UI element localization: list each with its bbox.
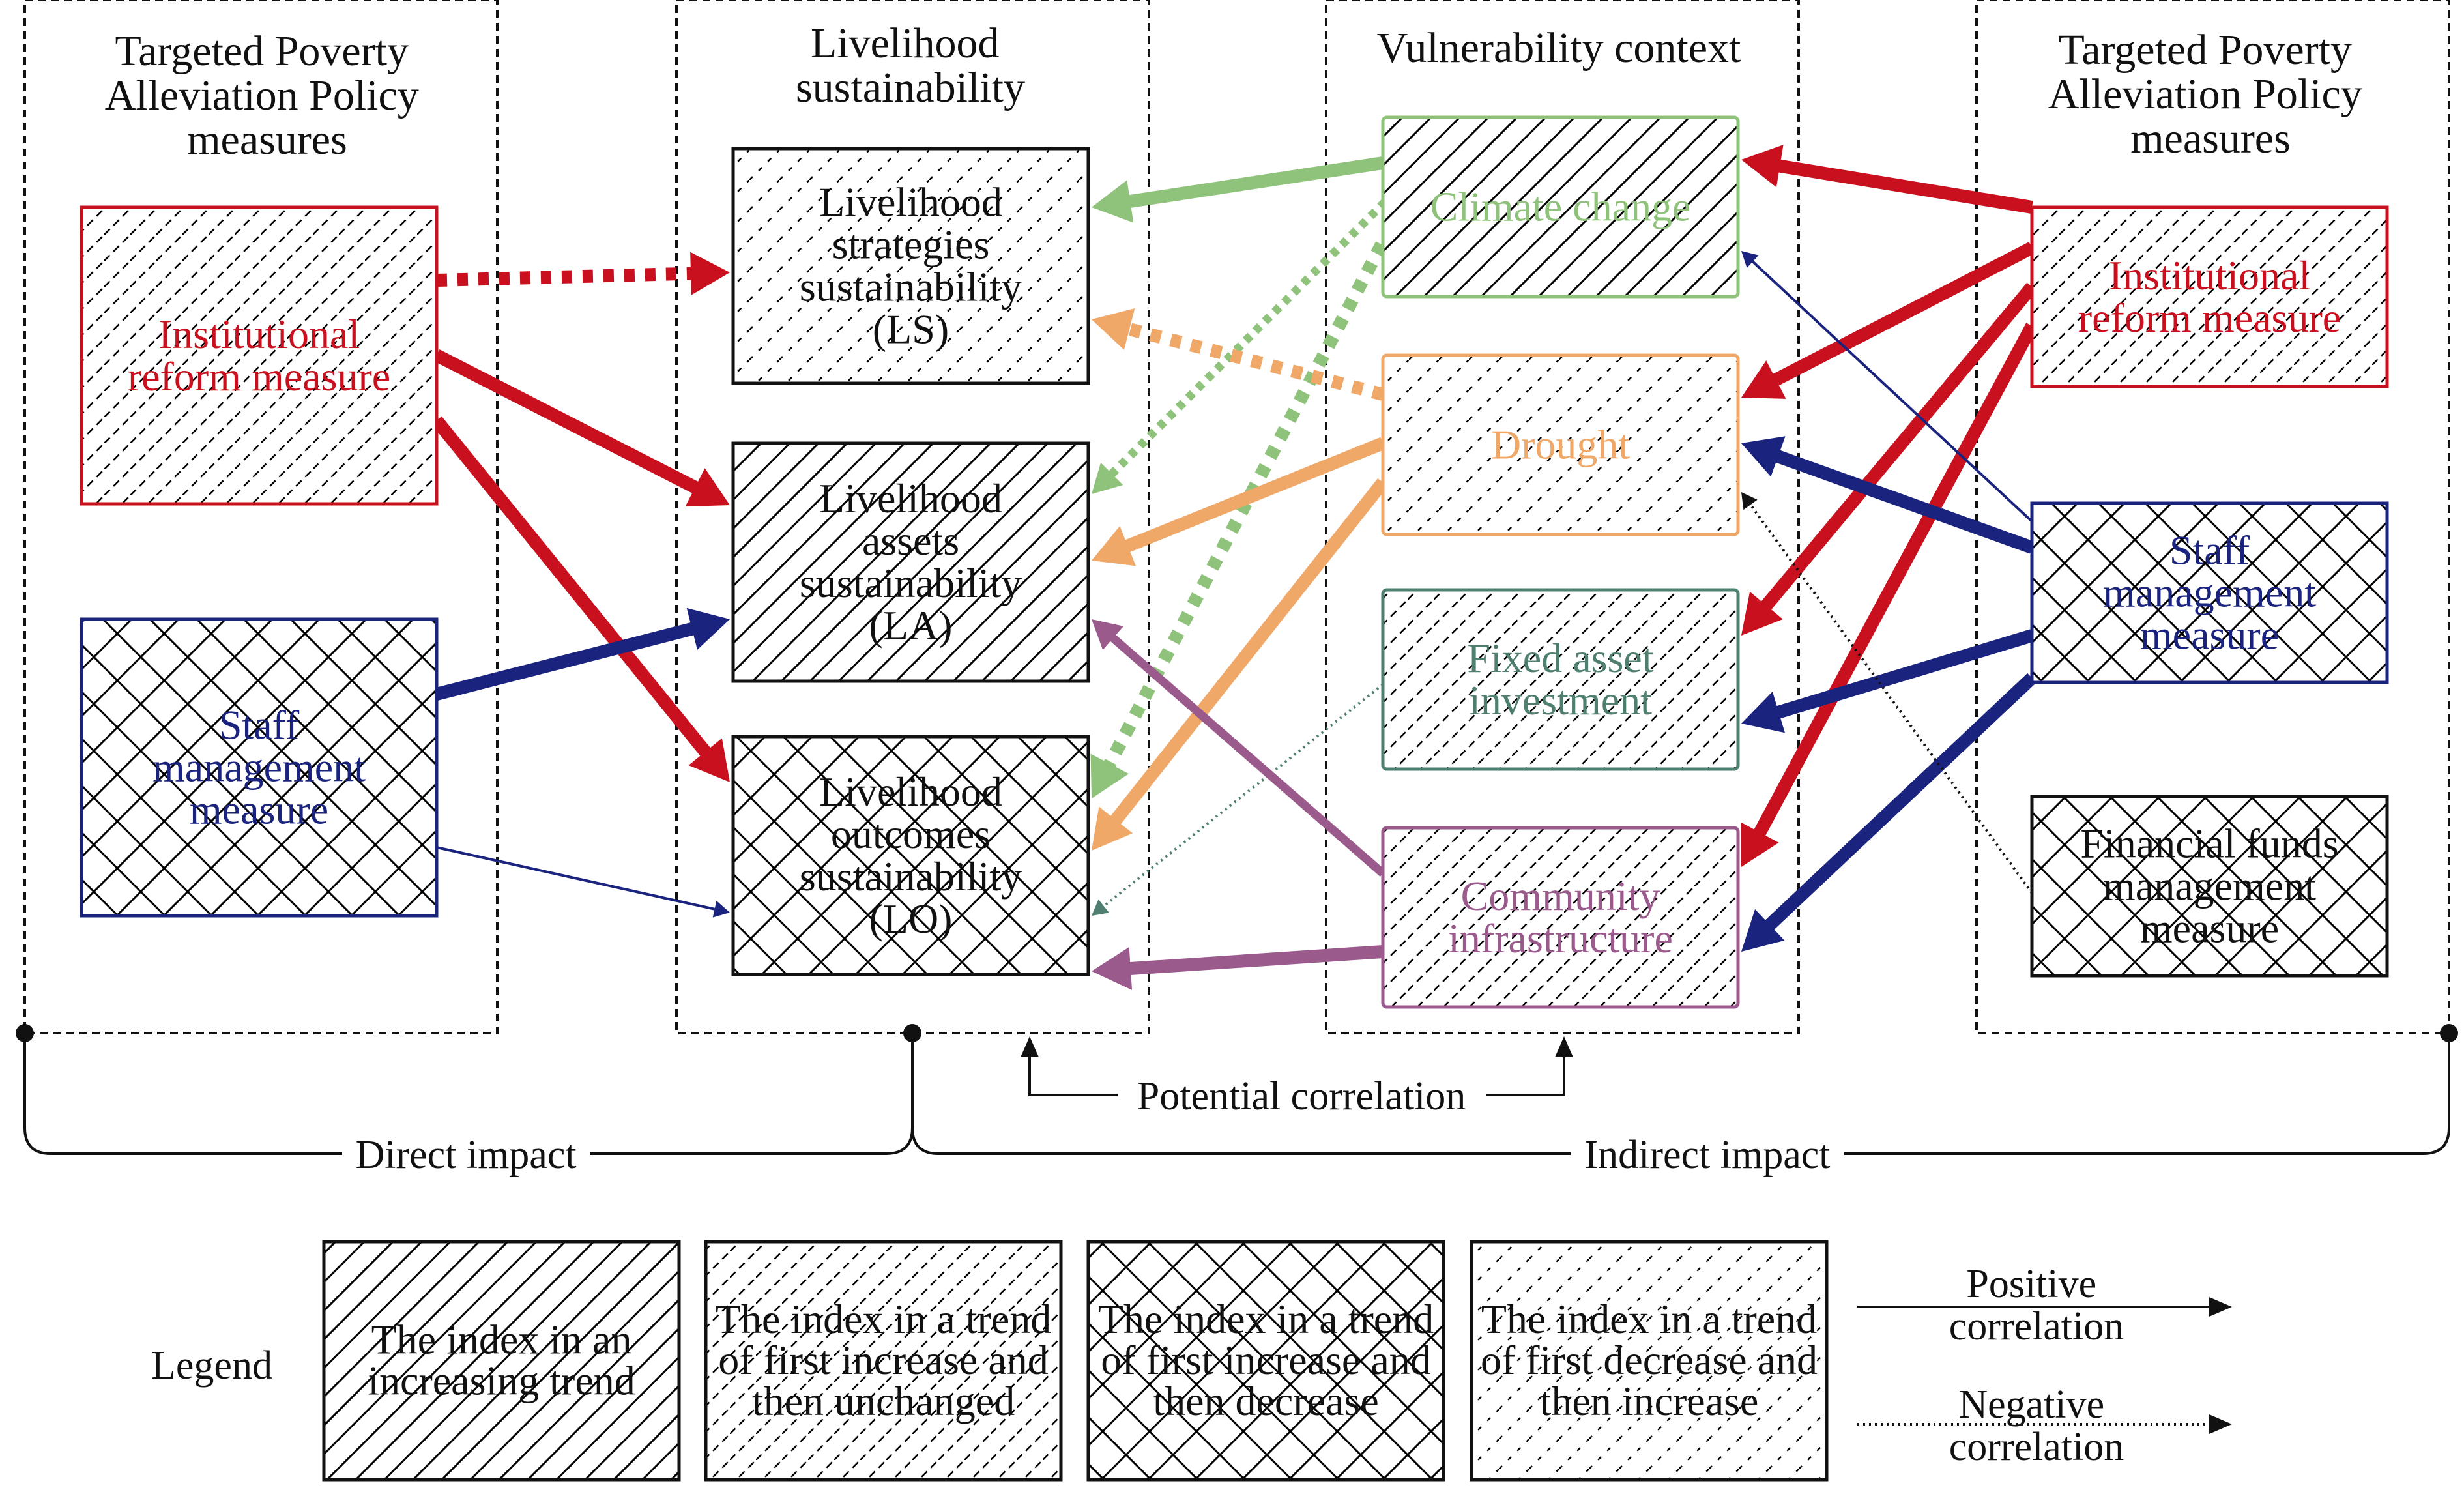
svg-text:Negative correlation: Negative correlation (1949, 1382, 2124, 1469)
arrow-inst-left-to-la (433, 349, 730, 507)
arrow-drought-to-lo (1092, 478, 1388, 851)
column-title-policy-left: Targeted Poverty Alleviation Policy meas… (105, 27, 430, 164)
column-title-vulnerability: Vulnerability context (1377, 24, 1741, 72)
arrow-climate-to-la (1092, 189, 1398, 494)
arrow-inst-right-to-fixed (1741, 282, 2037, 636)
column-frame-policy-left (23, 0, 499, 1034)
arrow-community-to-la (1092, 619, 1386, 877)
column-frame-vulnerability (1325, 0, 1800, 1034)
arrow-inst-left-to-lo (431, 416, 730, 782)
arrow-inst-right-to-climate (1741, 145, 2033, 214)
potential-correlation-label: Potential correlation (1137, 1074, 1466, 1119)
svg-text:Positive correlation: Positive correlation (1949, 1262, 2124, 1349)
drought-box-label: Drought (1491, 422, 1631, 468)
arrow-climate-to-ls (1092, 156, 1384, 223)
column-title-livelihood: Livelihood sustainability (796, 20, 1025, 111)
arrow-inst-right-to-community (1741, 323, 2038, 867)
legend-positive: Positive correlation (1857, 1262, 2232, 1349)
arrow-drought-to-ls (1092, 308, 1385, 401)
arrow-staff-left-to-la (435, 607, 730, 701)
arrow-inst-right-to-drought (1741, 242, 2035, 399)
arrow-funds-to-drought (1741, 492, 2033, 894)
arrow-fixed-to-lo (1092, 683, 1384, 916)
drought-box: Drought (1381, 353, 1740, 536)
direct-impact-label: Direct impact (355, 1133, 576, 1177)
column-frame-livelihood (675, 0, 1150, 1034)
indirect-impact-label: Indirect impact (1585, 1133, 1831, 1177)
arrow-staff-right-to-climate (1741, 251, 2033, 523)
arrow-drought-to-la (1092, 437, 1385, 566)
arrow-staff-right-to-community (1741, 673, 2036, 952)
arrow-community-to-lo (1092, 945, 1384, 990)
arrow-staff-right-to-fixed (1741, 629, 2034, 733)
arrow-inst-left-to-ls (436, 252, 730, 295)
legend-title: Legend (151, 1343, 272, 1388)
climate-change-box-label: Climate change (1430, 184, 1691, 230)
correlation-arrows (431, 145, 2038, 990)
arrow-staff-left-to-lo (436, 846, 730, 918)
impact-brackets: Direct impact Indirect impact (16, 1024, 2458, 1177)
potential-correlation-bracket: Potential correlation (1021, 1036, 1573, 1119)
column-frame-policy-right (1975, 0, 2450, 1034)
column-title-policy-right: Targeted Poverty Alleviation Policy meas… (2048, 26, 2373, 162)
arrow-staff-right-to-drought (1741, 436, 2035, 554)
legend-negative: Negative correlation (1857, 1382, 2232, 1469)
climate-change-box: Climate change (1381, 115, 1740, 299)
